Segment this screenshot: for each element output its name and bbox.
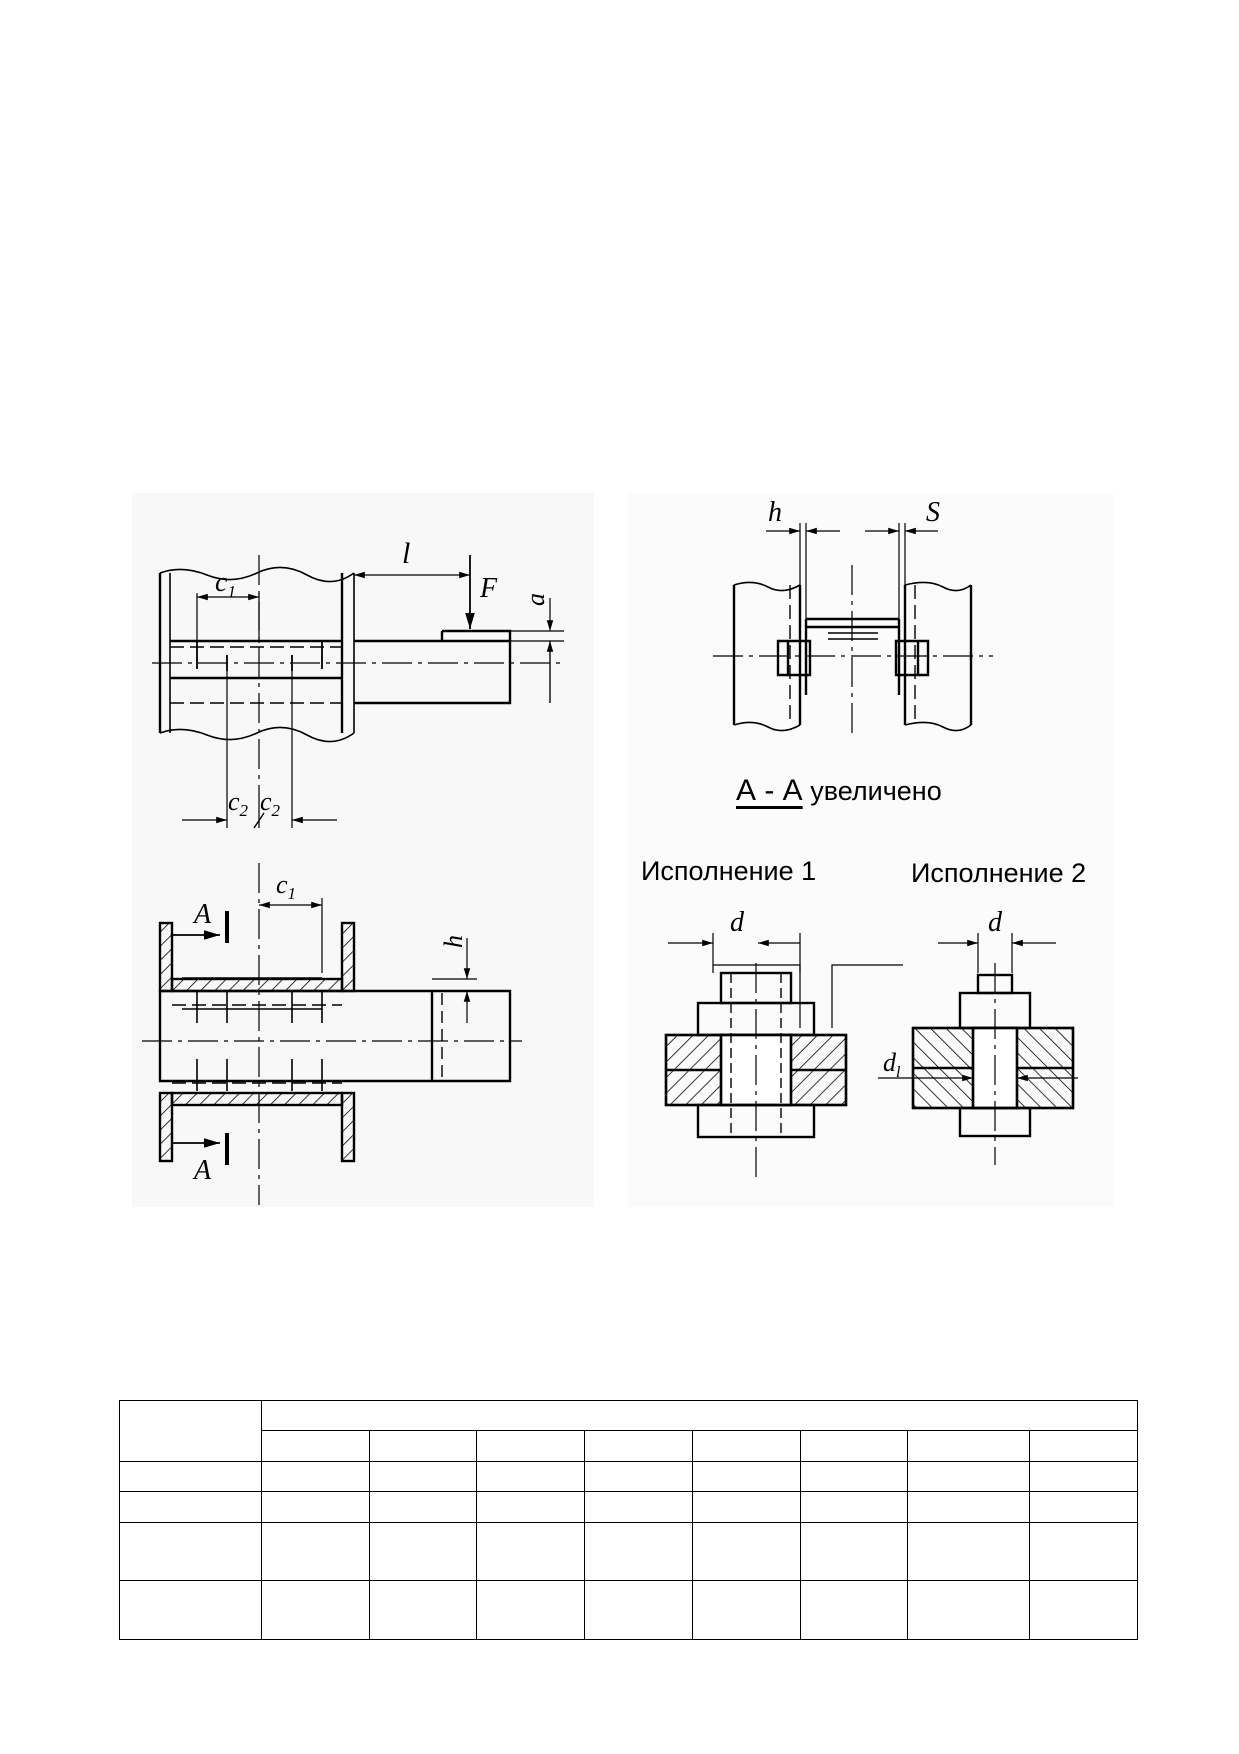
section-mark-A-bottom: A (192, 1155, 212, 1186)
label-F: F (479, 573, 498, 604)
table-cell (691, 1491, 801, 1523)
table-row (119, 1580, 1138, 1640)
table-cell (691, 1430, 801, 1462)
table-cell (368, 1521, 478, 1582)
table-row (119, 1521, 1138, 1582)
table-cell (261, 1460, 370, 1493)
table-cell (476, 1430, 586, 1462)
table-cell (584, 1491, 693, 1523)
table-cell (691, 1580, 801, 1640)
table-cell (1029, 1521, 1138, 1582)
table-cell (1029, 1430, 1138, 1462)
table-cell (907, 1430, 1031, 1462)
table-cell (261, 1521, 370, 1582)
main-views-drawing: c1 l F a c2 c2 c1 A A h (132, 493, 594, 1207)
label-a: a (521, 593, 550, 606)
table-cell (907, 1491, 1031, 1523)
table-cell (1029, 1580, 1138, 1640)
label-c1-bottom: c1 (276, 870, 296, 903)
table-cell (476, 1580, 586, 1640)
table-cell (907, 1521, 1031, 1582)
table-cell (476, 1521, 586, 1582)
table-cell (799, 1460, 909, 1493)
label-c2-right: c2 (260, 787, 281, 820)
label-l: l (402, 537, 410, 570)
table-cell (799, 1430, 909, 1462)
table-cell (476, 1460, 586, 1493)
table-row-header (119, 1491, 262, 1523)
variant2-title: Исполнение 2 (911, 858, 1087, 888)
table-row-header (119, 1521, 262, 1582)
section-caption: А - А увеличено (736, 774, 942, 808)
table-cell (1029, 1460, 1138, 1493)
table-cell (368, 1491, 478, 1523)
table-cell (584, 1580, 693, 1640)
label-S: S (926, 497, 940, 528)
table-cell (476, 1491, 586, 1523)
table-cell (261, 1430, 370, 1462)
table-cell (799, 1491, 909, 1523)
table-cell (368, 1460, 478, 1493)
table-cell (691, 1460, 801, 1493)
label-c1-top: c1 (215, 567, 236, 601)
table-cell (261, 1580, 370, 1640)
table-cell (1029, 1491, 1138, 1523)
table-row (119, 1491, 1138, 1523)
table-row (119, 1460, 1138, 1493)
table-cell (584, 1521, 693, 1582)
table-cell (368, 1430, 478, 1462)
label-h-top: h (768, 497, 782, 528)
table-cell (907, 1580, 1031, 1640)
label-c2-left: c2 (228, 787, 249, 820)
table-cell (261, 1491, 370, 1523)
table-corner-cell (119, 1400, 262, 1462)
table-cell (907, 1460, 1031, 1493)
table-cell (799, 1580, 909, 1640)
table-cell (799, 1521, 909, 1582)
label-d-variant2: d (988, 907, 1003, 938)
details-svg: h S d d dl (664, 497, 1078, 1181)
table-subheader-row (120, 1430, 1138, 1462)
data-table (119, 1399, 1138, 1640)
section-note: увеличено (810, 776, 942, 806)
table-header-row (119, 1399, 1138, 1462)
table-cell (584, 1460, 693, 1493)
details-drawing: h S d d dl (628, 493, 1113, 1207)
section-mark-A-top: A (192, 899, 212, 930)
label-d1: dl (883, 1048, 901, 1081)
table-row-header (119, 1580, 262, 1640)
section-letters: А - А (736, 774, 803, 807)
table-row-header (119, 1460, 262, 1493)
label-h-left: h (439, 935, 468, 948)
main-views-svg: c1 l F a c2 c2 c1 A A h (142, 537, 564, 1205)
table-cell (368, 1580, 478, 1640)
table-cell (691, 1521, 801, 1582)
variant1-title: Исполнение 1 (641, 856, 817, 886)
label-d-variant1: d (730, 907, 745, 938)
table-header-group (261, 1399, 1138, 1432)
table-cell (584, 1430, 693, 1462)
